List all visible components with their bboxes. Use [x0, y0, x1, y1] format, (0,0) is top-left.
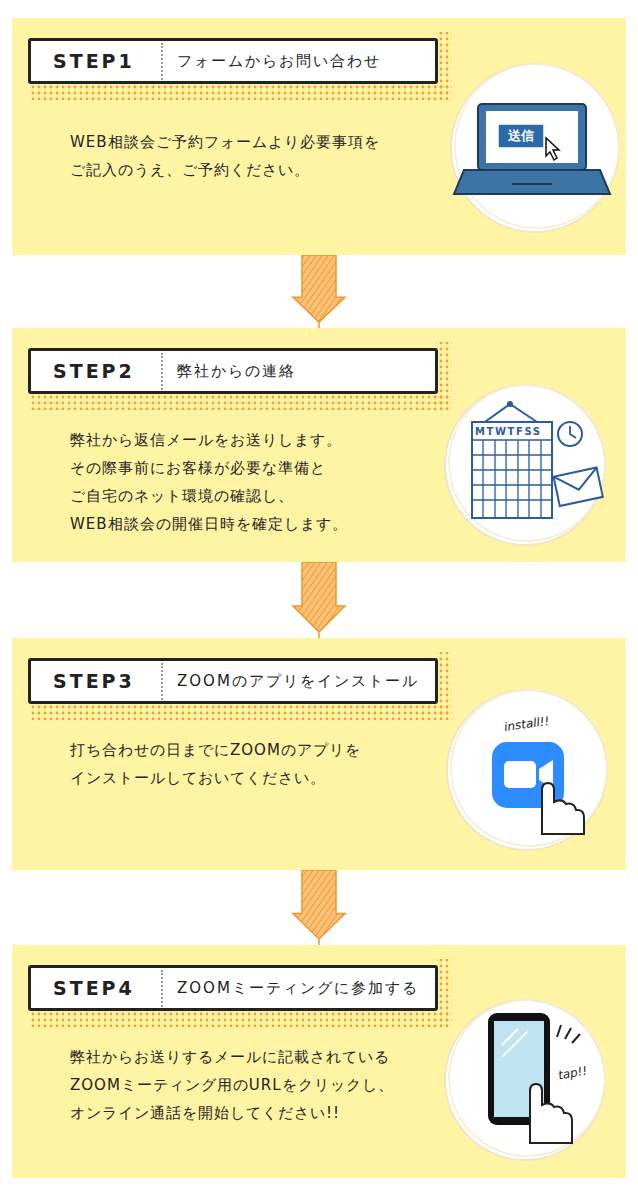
- down-arrow: [293, 562, 345, 638]
- step-header: STEP3ZOOMのアプリをインストール: [28, 658, 438, 704]
- step-header: STEP1フォームからお問い合わせ: [28, 38, 438, 84]
- step-panel: 打ち合わせの日までにZOOMのアプリを インストールしておいてください。 STEP…: [12, 638, 626, 870]
- step-number: STEP3: [31, 670, 161, 692]
- illustration-label: 送信: [498, 127, 544, 145]
- illustration-label: MTWTFSS: [475, 424, 551, 439]
- step-panel: 弊社からお送りするメールに記載されている ZOOMミーティング用のURLをクリッ…: [12, 945, 626, 1178]
- step-description: WEB相談会ご予約フォームより必要事項を ご記入のうえ、ご予約ください。: [70, 128, 442, 184]
- step-description: 弊社から返信メールをお送りします。 その際事前にお客様が必要な準備と ご自宅のネ…: [70, 426, 442, 538]
- step-title: ZOOMミーティングに参加する: [161, 970, 429, 1007]
- step-panel: WEB相談会ご予約フォームより必要事項を ご記入のうえ、ご予約ください。 STEP…: [12, 18, 626, 255]
- step-description: 打ち合わせの日までにZOOMのアプリを インストールしておいてください。: [70, 736, 442, 792]
- step-title: フォームからお問い合わせ: [161, 43, 391, 80]
- step-description: 弊社からお送りするメールに記載されている ZOOMミーティング用のURLをクリッ…: [70, 1043, 442, 1127]
- step-title: 弊社からの連絡: [161, 353, 306, 390]
- step-panel: 弊社から返信メールをお送りします。 その際事前にお客様が必要な準備と ご自宅のネ…: [12, 328, 626, 562]
- step-header: STEP4ZOOMミーティングに参加する: [28, 965, 438, 1011]
- down-arrow: [293, 255, 345, 328]
- step-title: ZOOMのアプリをインストール: [161, 663, 429, 700]
- step-header: STEP2弊社からの連絡: [28, 348, 438, 394]
- step-number: STEP4: [31, 977, 161, 999]
- step-number: STEP1: [31, 50, 161, 72]
- step-number: STEP2: [31, 360, 161, 382]
- down-arrow: [293, 870, 345, 945]
